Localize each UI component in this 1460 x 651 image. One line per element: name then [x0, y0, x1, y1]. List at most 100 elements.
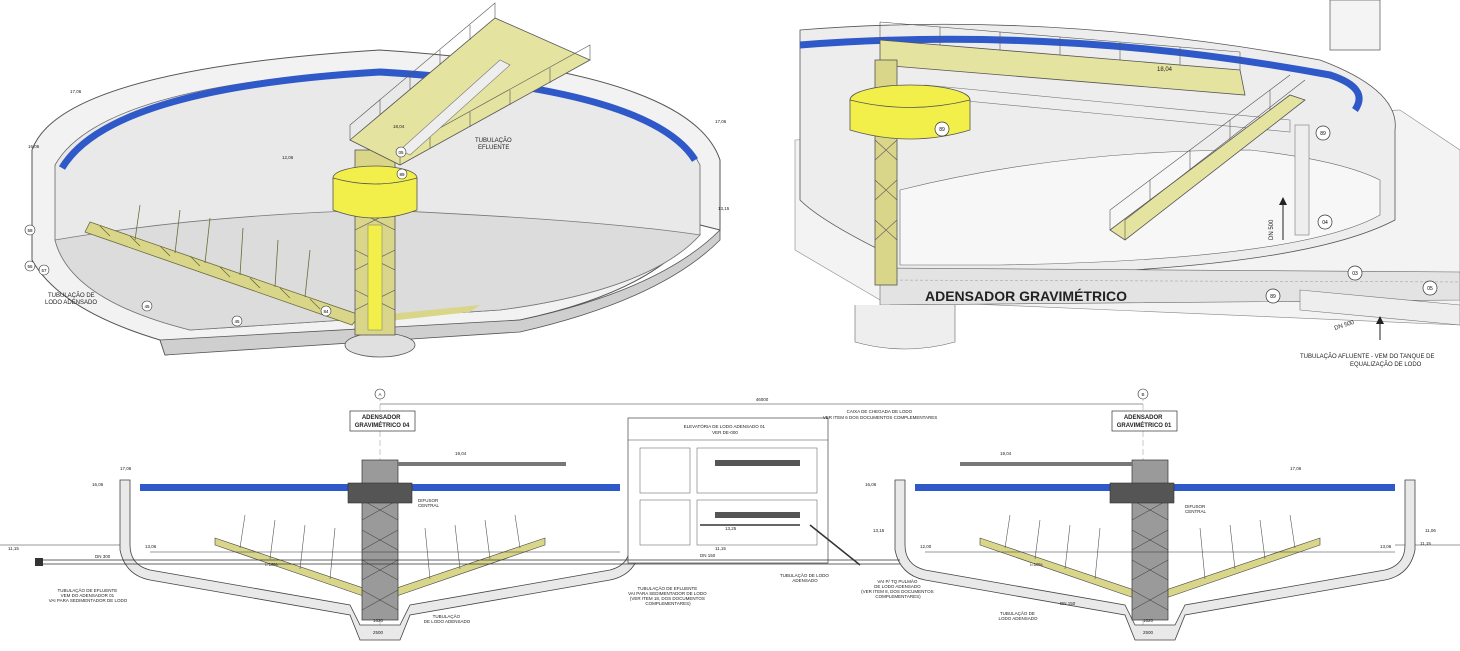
label-line: TUBULAÇÃO — [433, 613, 461, 619]
marker-label: 45 — [144, 304, 150, 309]
marker-label: 89 — [1320, 131, 1326, 137]
label-line: TUBULAÇÃO DE LODO — [780, 572, 830, 578]
label-line: (VER ITEM 18, DOS DOCUMENTOS — [630, 596, 705, 601]
elev-label: 11,15 — [1420, 541, 1431, 546]
label-line: LODO ADENSADO — [45, 300, 97, 306]
dim-label: i=10% — [265, 562, 278, 567]
label-line: DIFUSOR — [418, 498, 439, 503]
label-line: COMPLEMENTARES) — [875, 594, 921, 599]
label-line: GRAVIMÉTRICO 04 — [355, 421, 410, 429]
pipe-dn-label: DN 500 — [1269, 219, 1275, 240]
elev-label: 12,06 — [282, 155, 294, 160]
view-left-tank — [31, 2, 721, 358]
label-line: DE LODO ADENSADO — [874, 584, 921, 589]
elev-label: 13,25 — [725, 526, 737, 531]
label-line: ADENSADO — [792, 578, 818, 583]
dim-label: 2500 — [373, 630, 384, 635]
label-line: DE LODO ADENSADO — [424, 619, 471, 624]
elev-label: 17,06 — [70, 89, 82, 94]
elev-label: 17,06 — [120, 466, 132, 471]
marker-label: 84 — [323, 309, 329, 314]
marker-label: 89 — [399, 172, 405, 177]
effluent-note-mid: TUBULAÇÃO DE EFLUENTE VAI PARA SEDIMENTA… — [628, 585, 708, 606]
label-line: ADENSADOR — [1124, 415, 1163, 421]
inlet-pipe-label: TUBULAÇÃO AFLUENTE - VEM DO TANQUE DE EQ… — [1300, 353, 1436, 368]
label-line: TUBULAÇÃO — [475, 137, 512, 144]
elev-label: 11,15 — [715, 546, 726, 551]
label-line: ADENSADOR — [362, 415, 401, 421]
label-line: TUBULAÇÃO DE EFLUENTE — [637, 585, 697, 591]
diffuser-label-left: DIFUSOR CENTRAL — [418, 498, 440, 508]
elev-label: 11,06 — [1425, 528, 1436, 533]
dim-label: DN 150 — [1060, 601, 1076, 606]
label-line: COMPLEMENTARES) — [645, 601, 691, 606]
axis-label: B — [1141, 392, 1144, 397]
overall-dimension: 46000 — [756, 397, 769, 402]
view-left-labels: 17,06 17,06 16,06 12,06 13,15 18,04 TUBU… — [24, 89, 730, 327]
label-line: DIFUSOR — [1185, 504, 1206, 509]
label-line: VAI P/ TQ PULMÃO — [877, 578, 918, 584]
dim-label: 1620 — [1143, 618, 1154, 623]
scraper-truss-left — [84, 204, 480, 326]
elev-label: 17,06 — [715, 119, 727, 124]
dim-label: DN 300 — [95, 554, 111, 559]
marker-label: 04 — [1322, 220, 1328, 226]
elev-label: 16,06 — [92, 482, 104, 487]
marker-label: 55 — [27, 264, 33, 269]
section-dimensions: 1620 2500 1620 2500 DN 300 DN 150 DN 150… — [95, 553, 1154, 635]
label-line: TUBULAÇÃO DE — [48, 292, 95, 299]
elev-label: 12,00 — [920, 544, 932, 549]
marker-label: 05 — [1427, 286, 1433, 292]
view-right-tank — [794, 0, 1460, 350]
elev-label: 11,15 — [8, 546, 19, 551]
label-line: CAIXA DE CHEGADA DE LODO — [847, 409, 913, 414]
lift-note: ELEVATÓRIA DE LODO ADENSADO 01 VER DE-00… — [684, 423, 767, 435]
label-line: EFLUENTE — [478, 145, 509, 151]
label-line: VAI PARA SEDIMENTADOR DE LODO — [49, 598, 128, 603]
label-line: VEM DO ADENSADOR 01 — [61, 593, 115, 598]
label-line: TUBULAÇÃO AFLUENTE - VEM DO TANQUE DE — [1300, 353, 1434, 360]
pipe-dn-label: DN 500 — [1334, 320, 1356, 332]
section-elevations: 17,06 16,06 13,06 11,15 11,15 13,25 13,1… — [8, 451, 1436, 551]
marker-label: 89 — [1270, 294, 1276, 300]
elev-label: 13,15 — [873, 528, 885, 533]
label-line: LODO ADENSADO — [998, 616, 1038, 621]
sludge-note-mid: TUBULAÇÃO DE LODO ADENSADO — [780, 572, 830, 583]
label-line: TUBULAÇÃO DE — [1000, 610, 1035, 616]
label-line: (VER ITEM 8, DOS DOCUMENTOS — [861, 589, 933, 594]
elev-label: 13,06 — [145, 544, 157, 549]
dim-label: 2500 — [1143, 630, 1154, 635]
label-line: EQUALIZAÇÃO DE LODO — [1350, 361, 1422, 368]
axis-label: A — [378, 392, 381, 397]
marker-label: 03 — [1352, 271, 1358, 277]
elev-label: 13,06 — [1380, 544, 1392, 549]
elev-label: 16,06 — [865, 482, 877, 487]
elev-label: 19,04 — [1000, 451, 1012, 456]
bridge-elev-label: 18,04 — [393, 124, 405, 129]
tank-title: ADENSADOR GRAVIMÉTRICO — [925, 288, 1127, 304]
marker-balloons-right: 89 89 04 03 05 89 — [934, 121, 1438, 304]
dim-label: DN 150 — [700, 553, 716, 558]
marker-balloons-left: 05 89 45 45 84 58 57 55 — [24, 146, 408, 327]
label-line: CENTRAL — [418, 503, 440, 508]
sludge-pipe-label: TUBULAÇÃO DE LODO ADENSADO — [45, 292, 97, 306]
effluent-pipe-label: TUBULAÇÃO EFLUENTE — [475, 137, 513, 151]
effluent-note-left: TUBULAÇÃO DE EFLUENTE VEM DO ADENSADOR 0… — [49, 587, 128, 603]
label-line: VER ITEM 6 DOS DOCUMENTOS COMPLEMENTARES — [823, 415, 938, 420]
view-right-labels: ADENSADOR GRAVIMÉTRICO 18,04 DN 500 DN 5… — [925, 67, 1438, 368]
tank-right-title: ADENSADOR GRAVIMÉTRICO 01 — [1117, 415, 1172, 429]
label-line: ELEVATÓRIA DE LODO ADENSADO 01 — [684, 423, 766, 429]
marker-label: 57 — [41, 268, 47, 273]
elev-label: 16,06 — [28, 144, 40, 149]
label-line: GRAVIMÉTRICO 01 — [1117, 421, 1172, 429]
section-labels: A B 46000 ADENSADOR GRAVIMÉTRICO 04 ADEN… — [8, 392, 1436, 635]
label-line: VAI PARA SEDIMENTADOR DE LODO — [628, 591, 707, 596]
marker-label: 05 — [398, 150, 404, 155]
marker-label: 45 — [234, 319, 240, 324]
section-view — [0, 388, 1460, 641]
pump-note: VAI P/ TQ PULMÃO DE LODO ADENSADO (VER I… — [861, 578, 935, 599]
dim-label: i=10% — [1030, 562, 1043, 567]
label-line: TUBULAÇÃO DE EFLUENTE — [57, 587, 117, 593]
chamber-note: CAIXA DE CHEGADA DE LODO VER ITEM 6 DOS … — [823, 409, 938, 420]
